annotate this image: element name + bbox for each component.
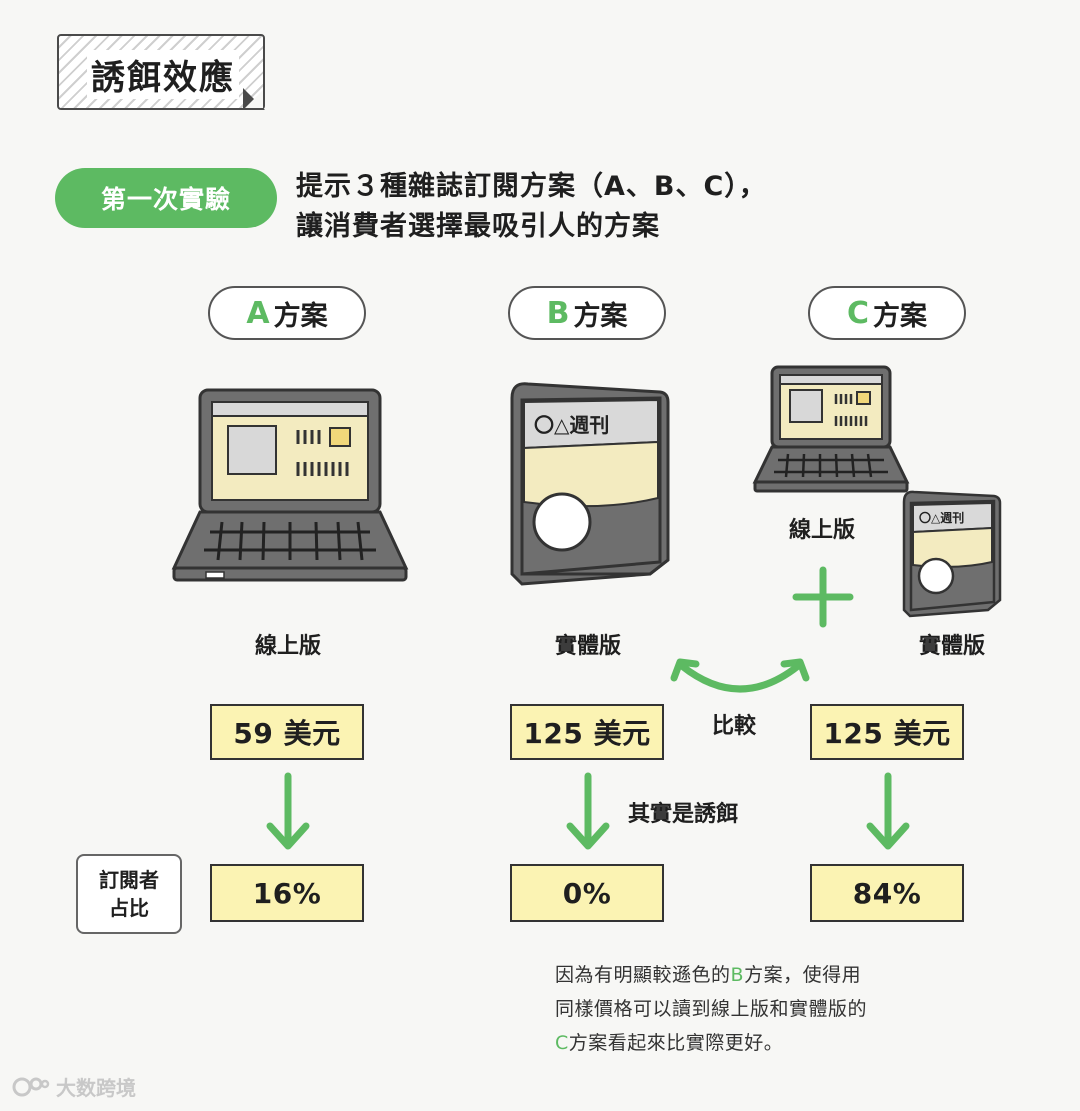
plan-b-suffix: 方案	[573, 294, 627, 333]
note-line-1-letter: B	[731, 964, 745, 986]
plan-a-share: 16%	[210, 864, 364, 922]
plan-a-letter: A	[246, 296, 269, 331]
plan-c-version-online: 線上版	[742, 512, 902, 544]
experiment-label: 第一次實驗	[55, 168, 277, 228]
note-line-1: 因為有明顯較遜色的B方案，使得用	[555, 958, 867, 992]
corner-fold-cut	[245, 90, 263, 108]
legend-line-1: 訂閱者	[99, 866, 159, 894]
small-laptop-icon	[752, 364, 910, 496]
plan-b-share: 0%	[510, 864, 664, 922]
plan-c-share: 84%	[810, 864, 964, 922]
compare-label: 比較	[712, 708, 756, 740]
plan-b-version: 實體版	[508, 628, 668, 660]
explanation-note: 因為有明顯較遜色的B方案，使得用 同樣價格可以讀到線上版和實體版的 C方案看起來…	[555, 958, 867, 1060]
compare-arrow-icon	[668, 656, 812, 706]
magazine-title: 〇△週刊	[534, 413, 609, 437]
small-magazine-icon: 〇△週刊	[898, 488, 1006, 620]
note-line-3: C方案看起來比實際更好。	[555, 1026, 867, 1060]
small-magazine-title: 〇△週刊	[919, 510, 964, 525]
subscriber-share-legend: 訂閱者 占比	[76, 854, 182, 934]
magazine-icon: 〇△週刊	[500, 378, 680, 590]
note-line-3-letter: C	[555, 1032, 569, 1054]
down-arrow-b-icon	[566, 772, 610, 852]
description-line-2: 讓消費者選擇最吸引人的方案	[296, 204, 660, 243]
note-line-1-pre: 因為有明顯較遜色的	[555, 964, 731, 986]
decoy-label: 其實是誘餌	[628, 796, 738, 828]
plan-b-pill: B 方案	[508, 286, 666, 340]
plan-a-price: 59 美元	[210, 704, 364, 760]
down-arrow-c-icon	[866, 772, 910, 852]
plus-icon	[792, 566, 854, 628]
plan-c-pill: C 方案	[808, 286, 966, 340]
description-line-1: 提示３種雜誌訂閱方案（A、B、C），	[296, 164, 767, 203]
note-line-1-post: 方案，使得用	[744, 964, 861, 986]
plan-c-letter: C	[847, 296, 869, 331]
title-tag: 誘餌效應	[57, 34, 265, 110]
watermark: 大数跨境	[12, 1072, 136, 1101]
watermark-logo-icon	[12, 1076, 50, 1098]
watermark-text: 大数跨境	[56, 1072, 136, 1101]
plan-c-version-print: 實體版	[872, 628, 1032, 660]
legend-line-2: 占比	[99, 894, 159, 922]
plan-a-suffix: 方案	[274, 294, 328, 333]
down-arrow-a-icon	[266, 772, 310, 852]
plan-c-suffix: 方案	[873, 294, 927, 333]
note-line-3-post: 方案看起來比實際更好。	[569, 1032, 784, 1054]
page-title: 誘餌效應	[87, 50, 239, 99]
laptop-icon	[170, 386, 410, 586]
note-line-2: 同樣價格可以讀到線上版和實體版的	[555, 992, 867, 1026]
plan-a-version: 線上版	[208, 628, 368, 660]
plan-a-pill: A 方案	[208, 286, 366, 340]
plan-b-price: 125 美元	[510, 704, 664, 760]
plan-b-letter: B	[547, 296, 570, 331]
plan-c-price: 125 美元	[810, 704, 964, 760]
